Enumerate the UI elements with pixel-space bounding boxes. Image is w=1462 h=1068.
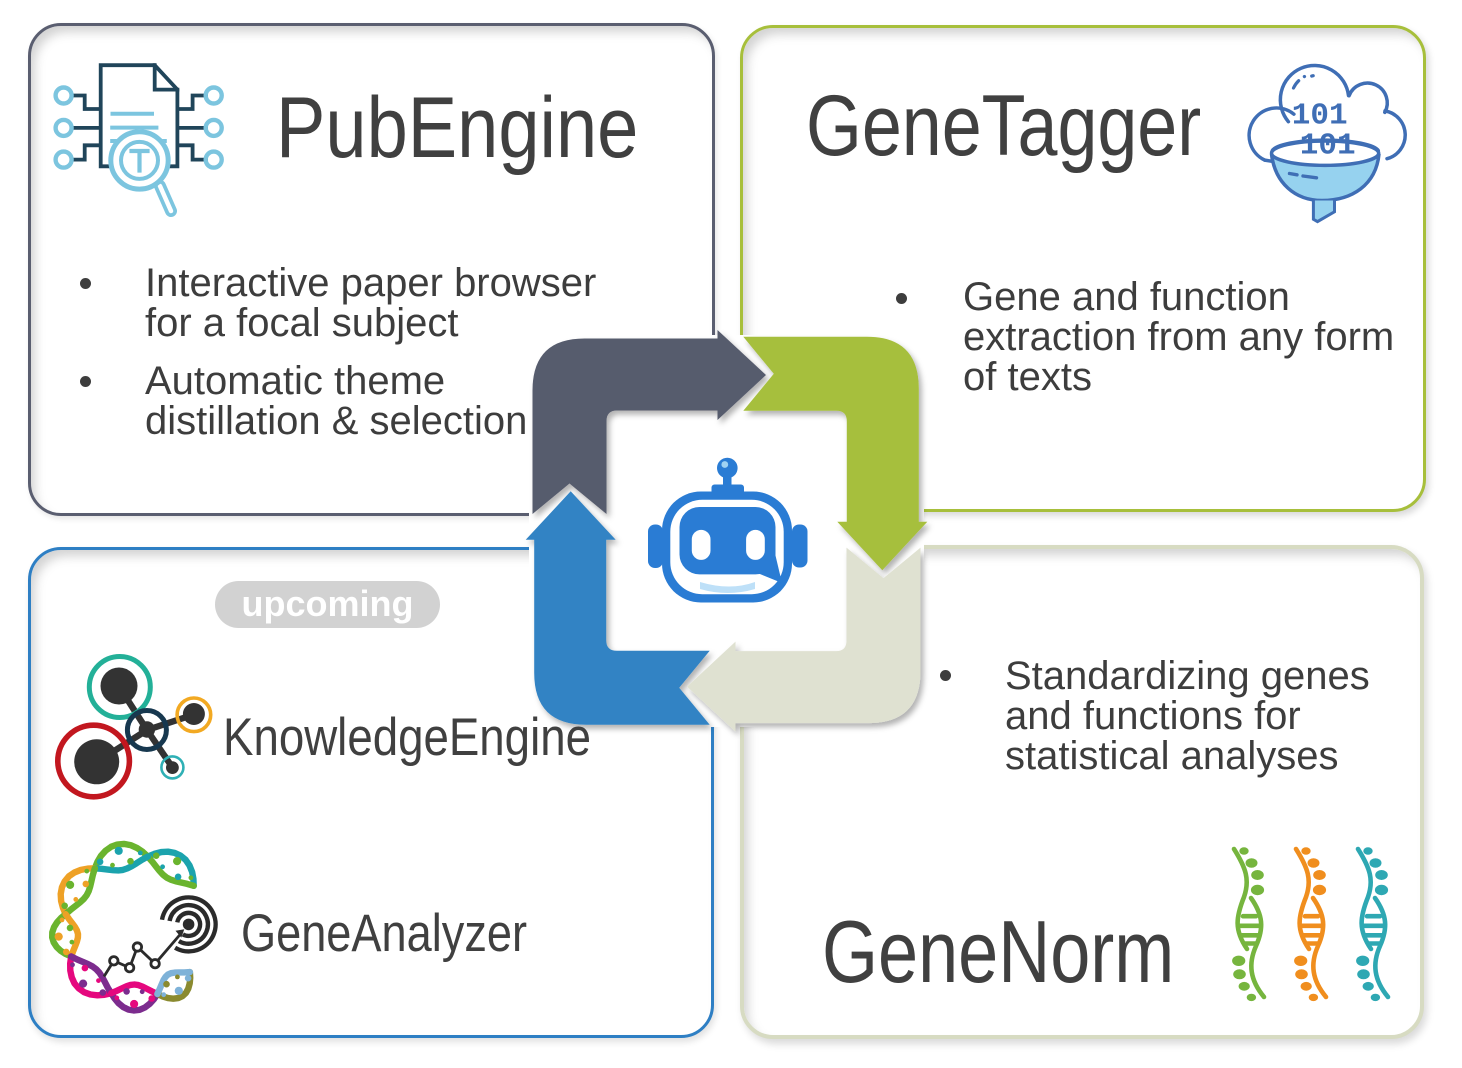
svg-text:101: 101	[1300, 129, 1356, 164]
svg-text:101: 101	[1292, 98, 1348, 133]
